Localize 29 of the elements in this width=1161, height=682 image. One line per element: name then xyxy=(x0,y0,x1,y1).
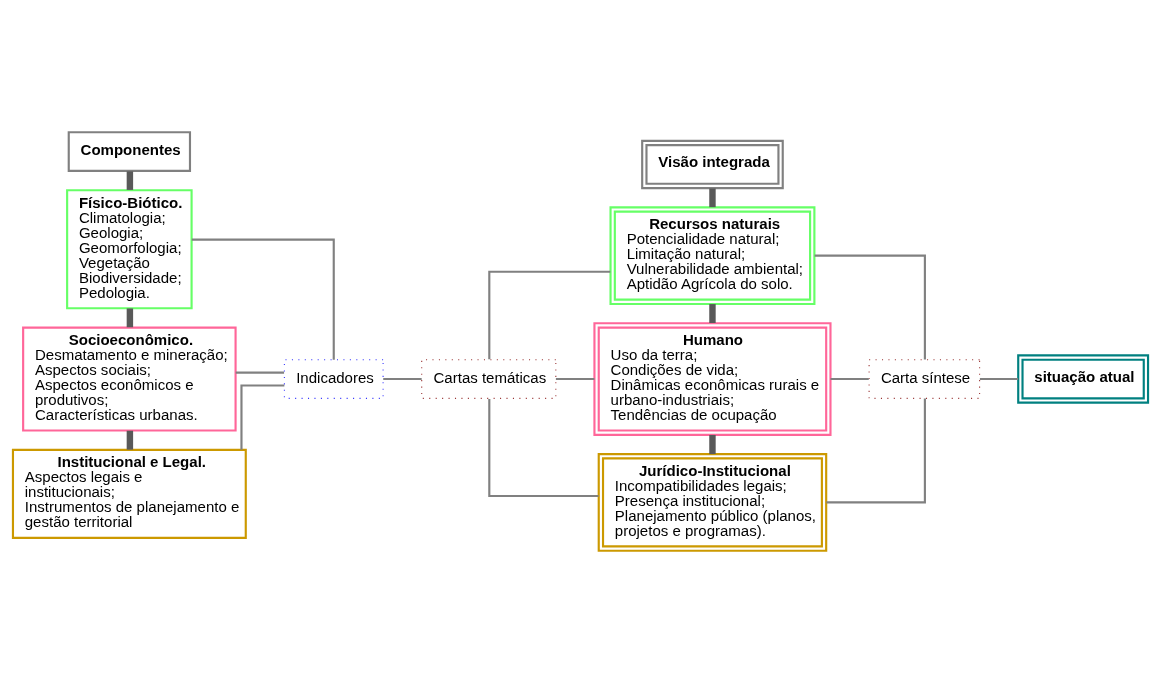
connector xyxy=(488,270,611,359)
node-box: Componentes xyxy=(67,130,192,172)
connector xyxy=(709,303,716,323)
node-box: situação atual xyxy=(1017,353,1150,404)
node-box: Institucional e Legal. Aspectos legais e institucionais; Instrumentos de planejamento e gestão territorial xyxy=(11,448,247,539)
connector xyxy=(979,377,1019,380)
connector xyxy=(709,434,716,454)
connector xyxy=(383,377,422,380)
connector xyxy=(488,398,599,497)
connector xyxy=(126,307,134,327)
node-box: Cartas temáticas xyxy=(421,358,557,399)
node-box: Jurídico-Institucional Incompatibilidades legais; Presença institucional; Planejamento público (planos, projetos e programas). xyxy=(597,452,828,552)
connector xyxy=(709,187,716,207)
node-box: Indicadores xyxy=(283,358,384,399)
connector xyxy=(126,170,134,190)
node-box: Físico-Biótico. Climatologia; Geologia; Geomorfologia; Vegetação Biodiversidade; Pedologia. xyxy=(66,188,193,309)
connector xyxy=(555,377,595,380)
connector xyxy=(240,383,285,450)
connector xyxy=(235,371,285,374)
node-box: Humano Uso da terra; Condições de vida; Dinâmicas econômicas rurais e urbano-industriais; Tendências de ocupação xyxy=(593,321,832,436)
connector xyxy=(126,430,134,450)
connector xyxy=(191,238,335,360)
node-box: Carta síntese xyxy=(868,358,981,399)
connector xyxy=(830,377,869,380)
connector xyxy=(814,254,926,359)
node-box: Visão integrada xyxy=(641,139,784,189)
node-box: Recursos naturais Potencialidade natural; Limitação natural; Vulnerabilidade ambiental; Aptidão Agrícola do solo. xyxy=(609,205,816,305)
node-box: Socioeconômico. Desmatamento e mineração; Aspectos sociais; Aspectos econômicos e produtivos; Características urbanas. xyxy=(22,325,237,432)
connector xyxy=(826,398,926,503)
